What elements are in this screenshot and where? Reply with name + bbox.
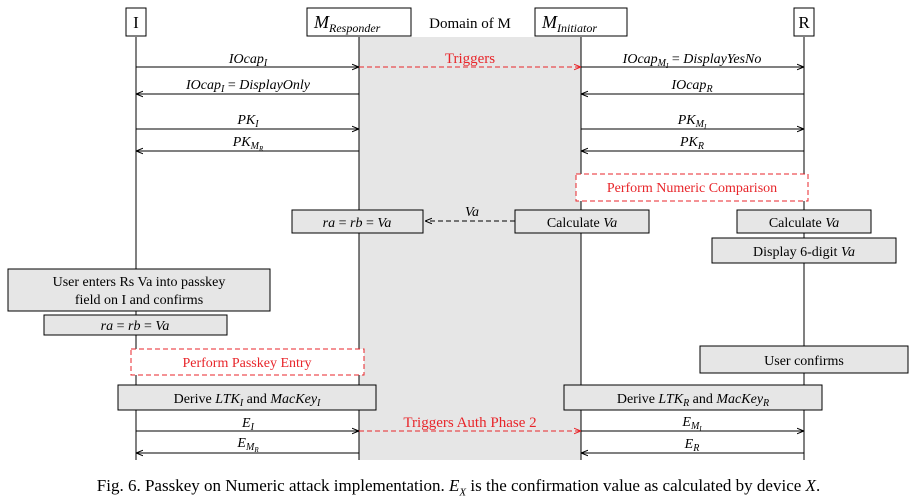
msg-iocap-r-label: IOcapR <box>670 78 712 95</box>
msg-pk-i-label: PKI <box>236 113 259 130</box>
svg-text:Display 6-digit Va: Display 6-digit Va <box>753 245 855 260</box>
msg-e-mi-label: EMI <box>681 415 702 433</box>
msg-iocap-i-label: IOcapI <box>228 52 268 69</box>
msg-e-i-label: EI <box>241 416 255 433</box>
msg-va-label: Va <box>465 205 479 220</box>
msg-pk-mr-label: PKMR <box>232 135 264 153</box>
svg-text:Calculate Va: Calculate Va <box>769 216 839 231</box>
svg-text:Derive LTKR and MacKeyR: Derive LTKR and MacKeyR <box>617 392 769 409</box>
svg-text:Perform Passkey Entry: Perform Passkey Entry <box>182 356 311 371</box>
msg-e-mr-label: EMR <box>236 436 259 454</box>
entity-initiator-mitm: MInitiator <box>534 7 628 37</box>
domain-region <box>359 37 581 460</box>
svg-text:Perform Numeric Comparison: Perform Numeric Comparison <box>607 181 777 196</box>
svg-text:ra = rb = Va: ra = rb = Va <box>323 216 392 231</box>
entity-responder: R <box>793 7 815 37</box>
msg-iocap-i-display-label: IOcapI = DisplayOnly <box>185 78 311 95</box>
svg-text:R: R <box>798 13 810 32</box>
entity-responder-mitm: MResponder <box>306 7 412 37</box>
msg-pk-r-label: PKR <box>679 135 704 152</box>
msg-iocap-mi-label: IOcapMI = DisplayYesNo <box>622 52 762 70</box>
numeric-comparison-box: Perform Numeric Comparison <box>575 173 809 202</box>
figure-caption: Fig. 6. Passkey on Numeric attack implem… <box>96 476 821 499</box>
display-6digit-box: Display 6-digit Va <box>711 237 897 264</box>
svg-text:User confirms: User confirms <box>764 354 844 369</box>
msg-triggers-label: Triggers <box>445 51 495 67</box>
entity-initiator: I <box>125 7 147 37</box>
msg-e-r-label: ER <box>684 437 700 454</box>
ra-rb-va-m-box: ra = rb = Va <box>291 209 424 234</box>
svg-text:field on I and confirms: field on I and confirms <box>75 293 203 308</box>
svg-text:ra = rb = Va: ra = rb = Va <box>101 319 170 334</box>
msg-pk-mi-label: PKMI <box>677 113 707 131</box>
ra-rb-va-i-box: ra = rb = Va <box>43 314 228 336</box>
user-enters-box: User enters Rs Va into passkey field on … <box>7 268 271 312</box>
user-confirms-box: User confirms <box>699 345 909 374</box>
calculate-va-r-box: Calculate Va <box>736 209 872 234</box>
calculate-va-m-box: Calculate Va <box>514 209 650 234</box>
derive-i-box: Derive LTKI and MacKeyI <box>117 384 377 411</box>
svg-text:Derive LTKI and MacKeyI: Derive LTKI and MacKeyI <box>174 392 321 409</box>
derive-r-box: Derive LTKR and MacKeyR <box>563 384 823 411</box>
passkey-entry-box: Perform Passkey Entry <box>130 348 365 376</box>
svg-text:I: I <box>133 13 139 32</box>
msg-triggers-auth-label: Triggers Auth Phase 2 <box>403 415 536 431</box>
svg-text:Calculate Va: Calculate Va <box>547 216 617 231</box>
domain-label: Domain of M <box>429 16 511 32</box>
svg-text:User enters Rs Va into passkey: User enters Rs Va into passkey <box>53 275 226 290</box>
